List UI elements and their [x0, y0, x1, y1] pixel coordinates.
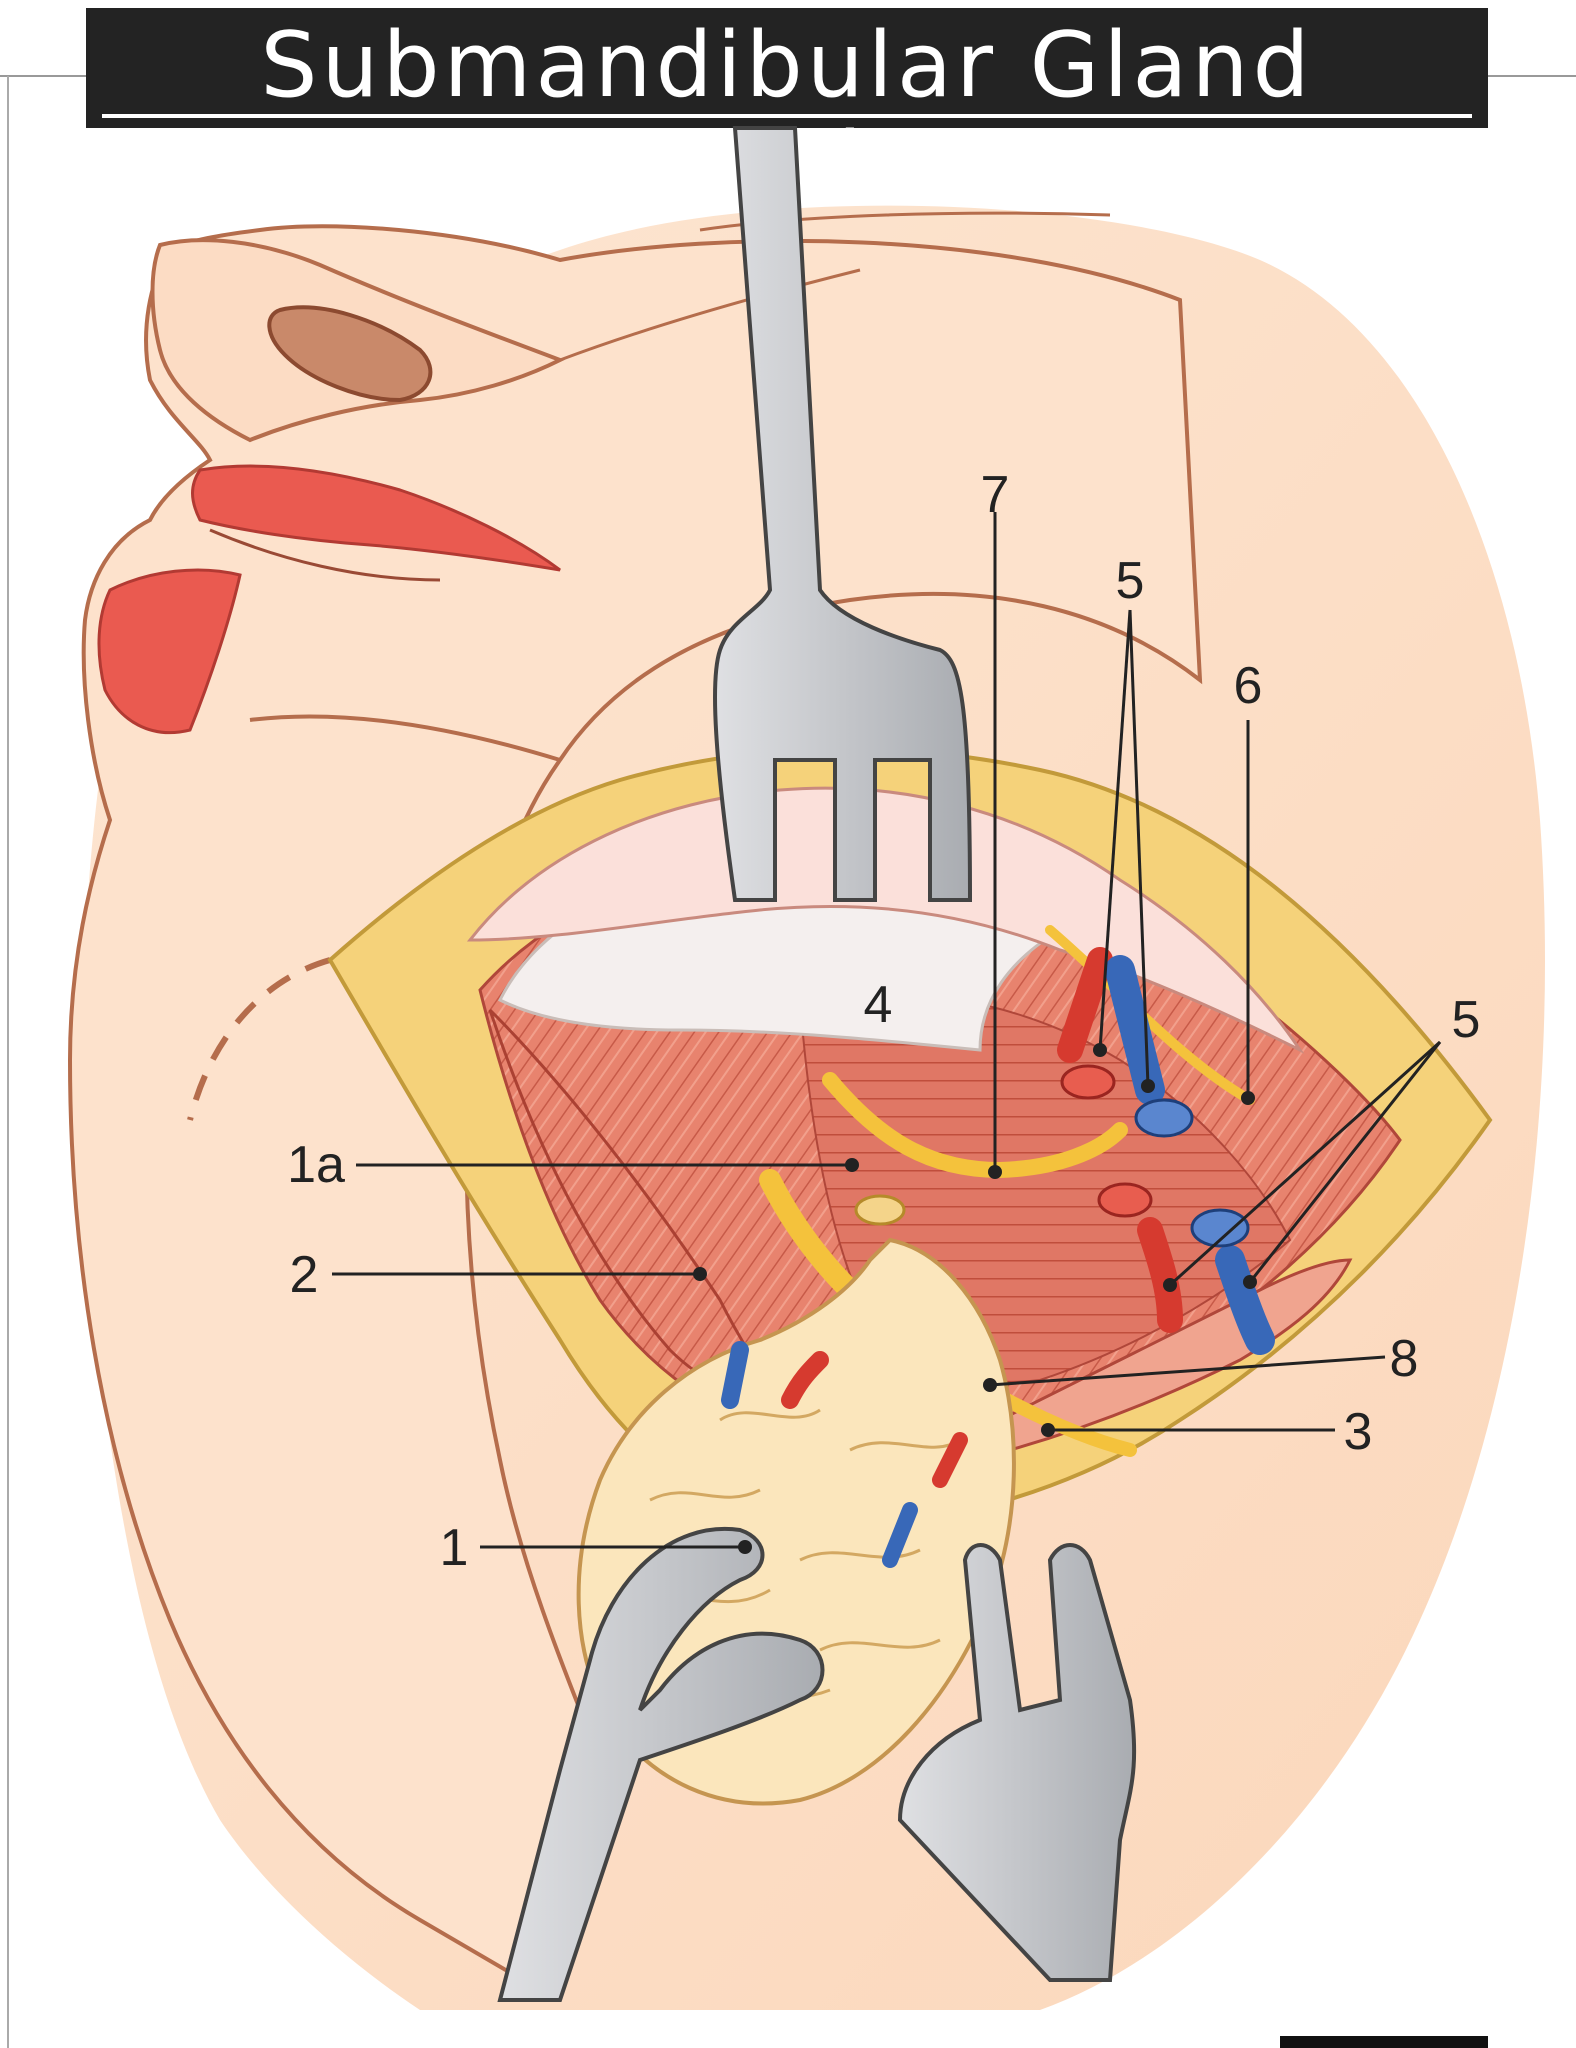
- mouth-line: [209, 528, 441, 582]
- label-5-upper: 5: [1116, 552, 1145, 610]
- leader-dot-7: [988, 1165, 1002, 1179]
- leader-5b-1: [1168, 1040, 1442, 1287]
- label-4: 4: [864, 976, 893, 1034]
- bottom-bar: [1280, 2036, 1488, 2048]
- label-2: 2: [290, 1246, 319, 1304]
- title-banner: Submandibular Gland Excision: [86, 8, 1488, 216]
- label-6: 6: [1234, 657, 1263, 715]
- gland-artery-stump-1: [781, 1351, 829, 1409]
- upper-lip: [191, 464, 561, 572]
- facial-artery-upper: [1057, 947, 1116, 1100]
- label-8: 8: [1390, 1330, 1419, 1388]
- leader-dot-2: [693, 1267, 707, 1281]
- leader-5a-2: [1128, 609, 1150, 1087]
- lingual-nerve: [1045, 925, 1255, 1105]
- label-1: 1: [440, 1519, 469, 1577]
- jaw-contour-dashed: [187, 957, 331, 1121]
- gland-artery-stump-2: [932, 1432, 968, 1488]
- leader-dots: [693, 1043, 1257, 1554]
- leader-lines: [332, 512, 1442, 1549]
- leader-5a-1: [1098, 609, 1132, 1051]
- gland-vein-stump-1: [721, 1341, 749, 1409]
- gland-vein-stump-2: [882, 1502, 918, 1568]
- lower-lip: [97, 568, 242, 735]
- retractor-top: [713, 126, 973, 902]
- label-5-right: 5: [1452, 991, 1481, 1049]
- leader-dot-1a: [845, 1158, 859, 1172]
- label-1a: 1a: [287, 1136, 345, 1194]
- label-3: 3: [1344, 1403, 1373, 1461]
- leader-dot-5b-2: [1243, 1275, 1257, 1289]
- page-title: Submandibular Gland Excision: [260, 13, 1314, 216]
- nostril: [267, 305, 433, 403]
- cheek-crease: [559, 268, 861, 362]
- chin-crease: [249, 714, 561, 762]
- facial-vein-lower: [1190, 1208, 1275, 1355]
- leader-dot-8: [983, 1378, 997, 1392]
- face-profile: [67, 224, 1203, 1994]
- leader-dot-5a-2: [1141, 1079, 1155, 1093]
- leader-dot-5a-1: [1093, 1043, 1107, 1057]
- retractor-bottom-right: [897, 1543, 1137, 1982]
- facial-artery-lower: [1097, 1182, 1183, 1333]
- label-7: 7: [981, 466, 1010, 524]
- leader-5b-2: [1248, 1041, 1442, 1283]
- title-underline: [102, 114, 1472, 118]
- leader-dot-3: [1041, 1423, 1055, 1437]
- leader-dot-5b-1: [1163, 1278, 1177, 1292]
- leader-dot-1: [738, 1540, 752, 1554]
- leader-8: [989, 1355, 1386, 1387]
- retractor-bottom-left: [497, 1526, 825, 2002]
- duct-stump: [854, 1194, 906, 1226]
- leader-dot-6: [1241, 1091, 1255, 1105]
